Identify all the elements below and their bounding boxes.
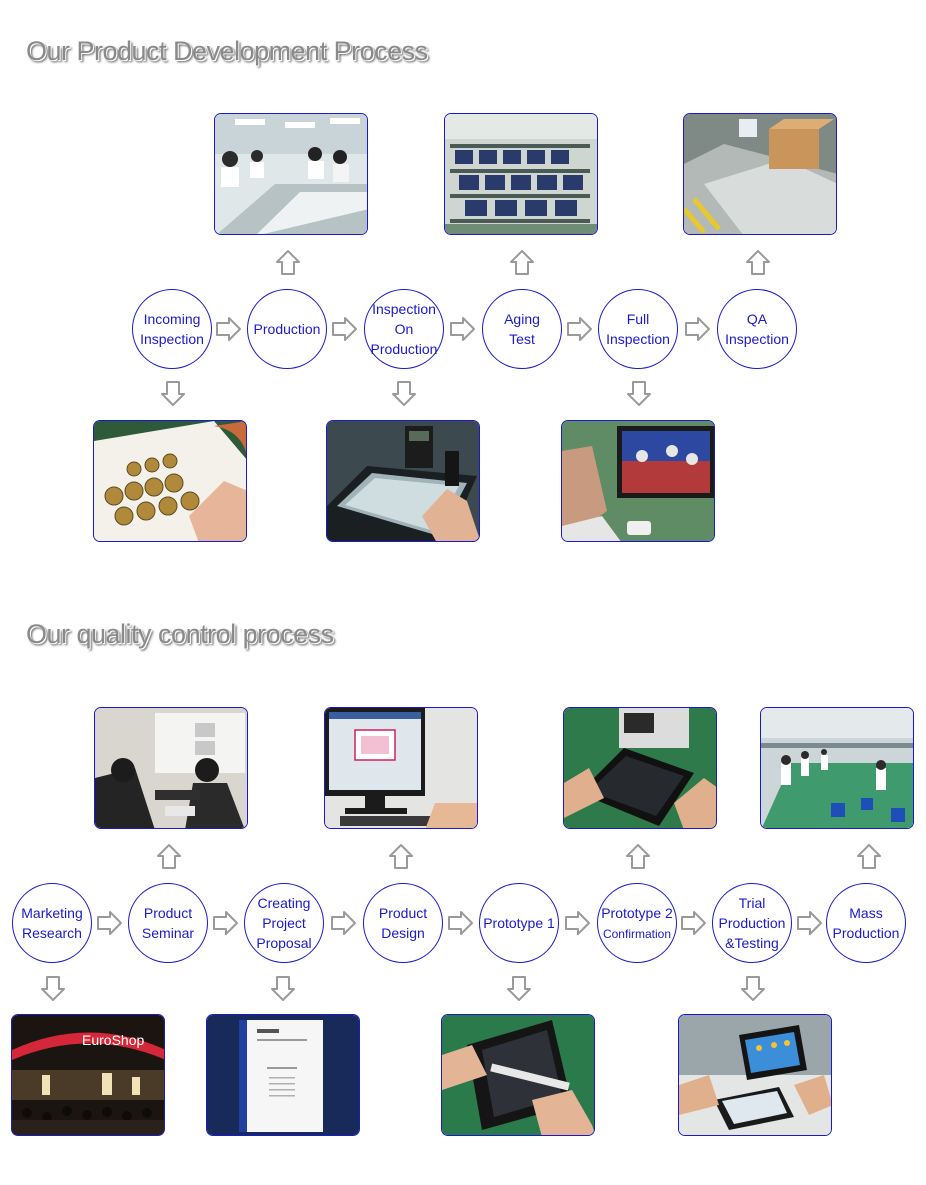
arrow-right-icon — [215, 315, 243, 343]
arrow-up-icon — [387, 842, 415, 870]
arrow-down-icon — [739, 975, 767, 1003]
arrow-up-icon — [274, 248, 302, 276]
arrow-down-icon — [269, 975, 297, 1003]
arrow-right-icon — [330, 909, 358, 937]
photo-prototype-assembly — [563, 707, 717, 829]
photo-prototype-measurement — [441, 1014, 595, 1136]
arrow-right-icon — [796, 909, 824, 937]
arrow-right-icon — [564, 909, 592, 937]
arrow-up-icon — [855, 842, 883, 870]
photo-touch-screen-testing — [326, 420, 480, 542]
quality-section-title: Our quality control process — [26, 619, 334, 649]
photo-aging-racks — [444, 113, 598, 235]
arrow-right-icon — [212, 909, 240, 937]
step-creating-project-proposal: Creating Project Proposal — [244, 883, 324, 963]
step-qa-inspection: QA Inspection — [717, 289, 797, 369]
arrow-up-icon — [508, 248, 536, 276]
arrow-right-icon — [566, 315, 594, 343]
step-marketing-research: Marketing Research — [12, 883, 92, 963]
step-inspection-on-production: Inspection On Production — [364, 289, 444, 369]
arrow-up-icon — [744, 248, 772, 276]
photo-cad-design — [324, 707, 478, 829]
photo-assembly-line — [214, 113, 368, 235]
photo-mass-production-line — [760, 707, 914, 829]
arrow-down-icon — [505, 975, 533, 1003]
arrow-up-icon — [624, 842, 652, 870]
arrow-down-icon — [390, 380, 418, 408]
step-mass-production: Mass Production — [826, 883, 906, 963]
step-production: Production — [247, 289, 327, 369]
euroshop-sign: EuroShop — [82, 1032, 144, 1048]
photo-display-full-inspection — [561, 420, 715, 542]
arrow-up-icon — [155, 842, 183, 870]
photo-euroshop-exhibition: EuroShop — [11, 1014, 165, 1136]
photo-component-soldering — [93, 420, 247, 542]
photo-team-meeting — [94, 707, 248, 829]
step-aging-test: Aging Test — [482, 289, 562, 369]
arrow-right-icon — [447, 909, 475, 937]
step-product-design: Product Design — [363, 883, 443, 963]
step-product-seminar: Product Seminar — [128, 883, 208, 963]
step-trial-production-testing: Trial Production &Testing — [712, 883, 792, 963]
arrow-down-icon — [625, 380, 653, 408]
arrow-down-icon — [39, 975, 67, 1003]
step-incoming-inspection: Incoming Inspection — [132, 289, 212, 369]
arrow-right-icon — [449, 315, 477, 343]
development-section-title: Our Product Development Process — [26, 36, 428, 66]
photo-packaging-inspection — [683, 113, 837, 235]
step-prototype-1: Prototype 1 — [479, 883, 559, 963]
arrow-down-icon — [159, 380, 187, 408]
arrow-right-icon — [96, 909, 124, 937]
arrow-right-icon — [680, 909, 708, 937]
arrow-right-icon — [684, 315, 712, 343]
photo-project-proposal-document — [206, 1014, 360, 1136]
photo-tablet-trial-testing — [678, 1014, 832, 1136]
step-full-inspection: Full Inspection — [598, 289, 678, 369]
arrow-right-icon — [331, 315, 359, 343]
